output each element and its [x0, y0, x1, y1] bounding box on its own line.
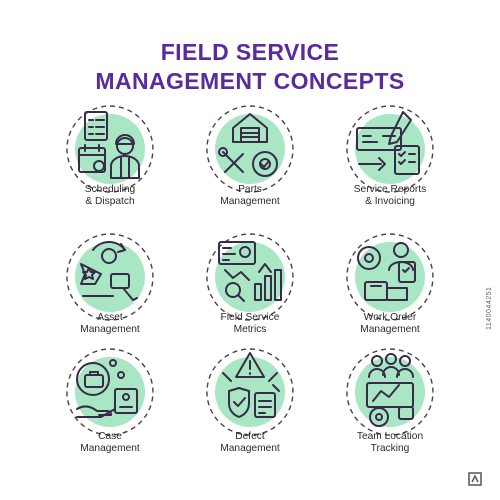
concept-team-location-tracking: Team Location Tracking: [320, 345, 460, 473]
metrics-dashboard-icon: [206, 233, 294, 321]
concept-label: Field Service Metrics: [220, 312, 280, 335]
concept-label: Team Location Tracking: [356, 431, 424, 454]
calendar-worker-icon: [66, 105, 154, 193]
work-order-icon: [346, 233, 434, 321]
title-line-1: FIELD SERVICE: [160, 39, 340, 65]
concept-scheduling-dispatch: Scheduling & Dispatch: [40, 102, 180, 230]
concept-service-reports-invoicing: Service Reports & Invoicing: [320, 102, 460, 230]
concept-label: Parts Management: [220, 184, 280, 207]
concept-label: Service Reports & Invoicing: [353, 184, 427, 207]
defect-warning-icon: [206, 348, 294, 436]
warehouse-tools-icon: [206, 105, 294, 193]
title-line-2: MANAGEMENT CONCEPTS: [95, 68, 405, 94]
stock-id-watermark: 1140044251: [486, 286, 493, 330]
concept-label: Work Order Management: [360, 312, 420, 335]
concept-field-service-metrics: Field Service Metrics: [180, 230, 320, 358]
concept-defect-management: Defect Management: [180, 345, 320, 473]
concept-asset-management: Asset Management: [40, 230, 180, 358]
invoice-report-icon: [346, 105, 434, 193]
concept-label: Scheduling & Dispatch: [84, 184, 136, 207]
concept-label: Asset Management: [80, 312, 140, 335]
team-location-icon: [346, 348, 434, 436]
page-title: FIELD SERVICE MANAGEMENT CONCEPTS: [0, 38, 500, 96]
case-briefcase-icon: [66, 348, 154, 436]
asset-cycle-icon: [66, 233, 154, 321]
concept-parts-management: Parts Management: [180, 102, 320, 230]
concept-label: Defect Management: [220, 431, 280, 454]
stock-logo-icon: [468, 472, 482, 486]
concept-label: Case Management: [80, 431, 140, 454]
concept-case-management: Case Management: [40, 345, 180, 473]
concept-work-order-management: Work Order Management: [320, 230, 460, 358]
